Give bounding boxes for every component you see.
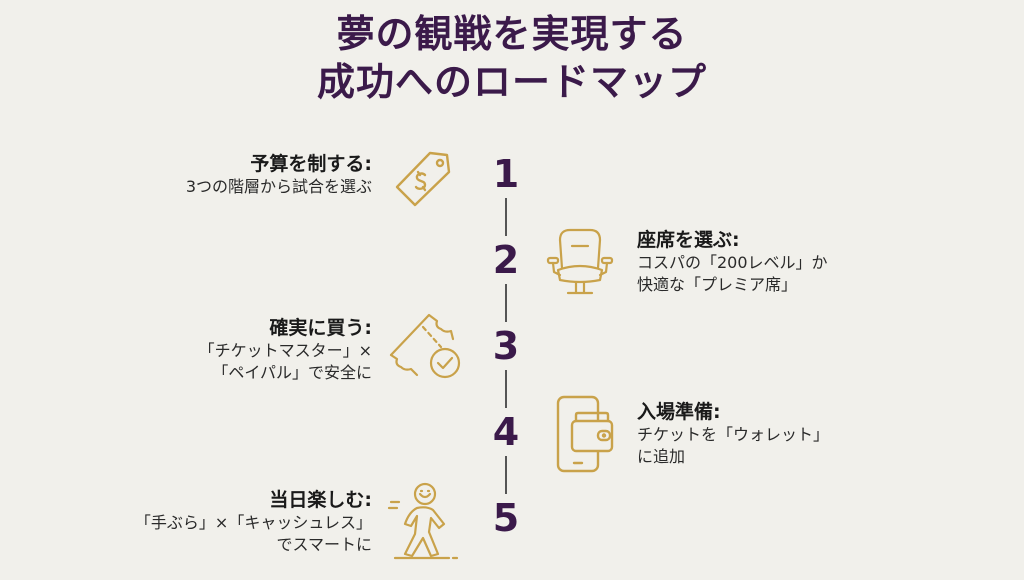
step-1-heading: 予算を制する:: [250, 153, 372, 175]
walking-person-icon: [385, 478, 460, 563]
step-3-heading: 確実に買う:: [269, 317, 372, 339]
stadium-seat-icon: [540, 220, 620, 300]
step-5: 当日楽しむ: 「手ぶら」×「キャッシュレス」 でスマートに: [135, 488, 372, 556]
title-line-2: 成功へのロードマップ: [316, 60, 707, 104]
step-5-desc-line-1: 「手ぶら」×「キャッシュレス」: [134, 513, 372, 532]
timeline-connector: [505, 198, 507, 236]
phone-wallet-icon: [548, 393, 618, 475]
step-1-desc-line-1: 3つの階層から試合を選ぶ: [185, 177, 372, 196]
timeline-connector: [505, 456, 507, 494]
page-title: 夢の観戦を実現する 成功へのロードマップ: [0, 10, 1024, 106]
step-4-desc-line-2: に追加: [637, 447, 686, 466]
step-3: 確実に買う: 「チケットマスター」× 「ペイパル」で安全に: [199, 316, 372, 384]
step-3-desc-line-1: 「チケットマスター」×: [198, 341, 372, 360]
step-5-desc-line-2: でスマートに: [276, 535, 372, 554]
step-2-desc-line-2: 快適な「プレミア席」: [637, 275, 798, 294]
step-3-desc-line-2: 「ペイパル」で安全に: [212, 363, 372, 382]
step-number-5: 5: [492, 496, 520, 540]
timeline-connector: [505, 284, 507, 322]
ticket-check-icon: [383, 305, 473, 385]
step-number-3: 3: [492, 324, 520, 368]
timeline-connector: [505, 370, 507, 408]
step-number-1: 1: [492, 152, 520, 196]
step-2: 座席を選ぶ: コスパの「200レベル」か 快適な「プレミア席」: [637, 228, 828, 296]
step-4-desc-line-1: チケットを「ウォレット」: [637, 425, 830, 444]
step-5-heading: 当日楽しむ:: [269, 489, 372, 511]
step-2-desc-line-1: コスパの「200レベル」か: [637, 253, 828, 272]
step-number-4: 4: [492, 410, 520, 454]
step-4-heading: 入場準備:: [637, 401, 721, 423]
step-4: 入場準備: チケットを「ウォレット」 に追加: [637, 400, 829, 468]
price-tag-icon: [385, 145, 455, 215]
step-1: 予算を制する: 3つの階層から試合を選ぶ: [186, 152, 372, 198]
step-number-2: 2: [492, 238, 520, 282]
step-2-heading: 座席を選ぶ:: [637, 229, 740, 251]
title-line-1: 夢の観戦を実現する: [336, 12, 688, 56]
